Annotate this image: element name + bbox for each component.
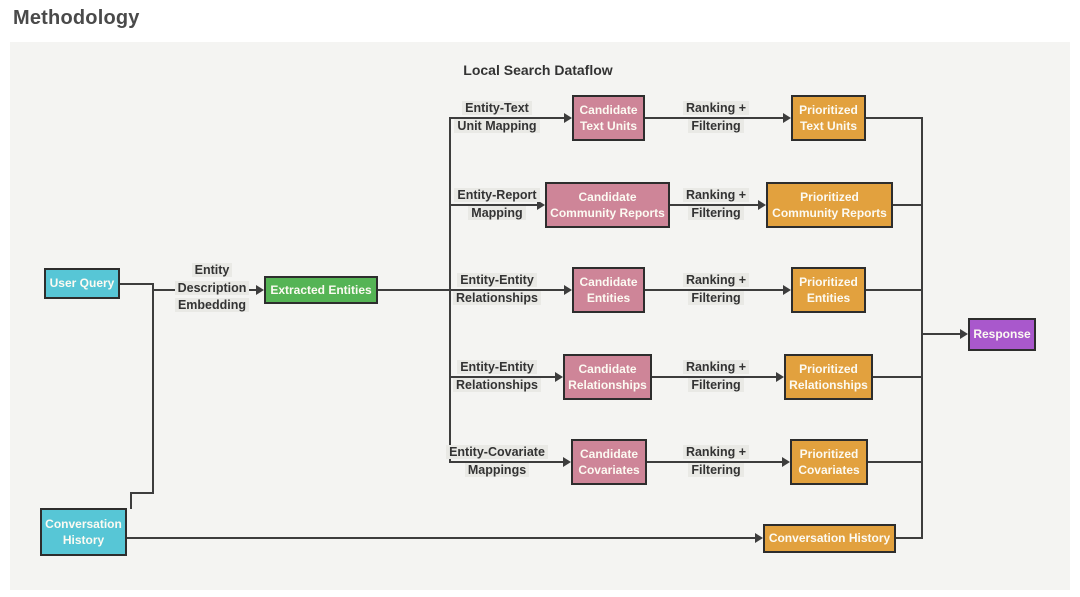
edge-line: [130, 492, 154, 494]
arrowhead: [960, 329, 968, 339]
node-user-query: User Query: [44, 268, 120, 299]
node-conversation-history-output: Conversation History: [763, 524, 896, 553]
edge-line: [896, 537, 923, 539]
edge-line: [647, 461, 782, 463]
edge-label-mapping-3: Entity-Entity Relationships: [442, 272, 552, 307]
edge-label-mapping-1: Entity-Text Unit Mapping: [442, 100, 552, 135]
node-candidate-community-reports: Candidate Community Reports: [545, 182, 670, 228]
edge-label-ranking-1: Ranking + Filtering: [666, 100, 766, 135]
diagram-title: Local Search Dataflow: [463, 62, 613, 78]
node-response: Response: [968, 318, 1036, 351]
edge-label-embedding: Entity Description Embedding: [157, 262, 267, 315]
edge-line: [645, 289, 783, 291]
edge-line: [922, 333, 960, 335]
arrowhead: [555, 372, 563, 382]
node-prioritized-relationships: Prioritized Relationships: [784, 354, 873, 400]
edge-line: [866, 117, 923, 119]
arrowhead: [755, 533, 763, 543]
edge-line: [450, 289, 564, 291]
arrowhead: [564, 285, 572, 295]
edge-line: [119, 283, 154, 285]
arrowhead: [564, 113, 572, 123]
edge-label-ranking-5: Ranking + Filtering: [666, 444, 766, 479]
arrowhead: [563, 457, 571, 467]
edge-line: [450, 204, 537, 206]
edge-line: [866, 289, 923, 291]
edge-line: [893, 204, 923, 206]
edge-line: [130, 492, 132, 509]
node-candidate-entities: Candidate Entities: [572, 267, 645, 313]
edge-line: [652, 376, 776, 378]
edge-label-ranking-3: Ranking + Filtering: [666, 272, 766, 307]
node-conversation-history-input: Conversation History: [40, 508, 127, 556]
node-prioritized-covariates: Prioritized Covariates: [790, 439, 868, 485]
edge-line: [152, 283, 154, 494]
page-title: Methodology: [13, 7, 140, 29]
edge-label-mapping-5: Entity-Covariate Mappings: [442, 444, 552, 479]
node-extracted-entities: Extracted Entities: [264, 276, 378, 304]
arrowhead: [783, 113, 791, 123]
diagram-panel: [10, 42, 1070, 590]
edge-line: [670, 204, 758, 206]
node-prioritized-text-units: Prioritized Text Units: [791, 95, 866, 141]
node-candidate-relationships: Candidate Relationships: [563, 354, 652, 400]
arrowhead: [783, 285, 791, 295]
arrowhead: [537, 200, 545, 210]
edge-line: [450, 461, 563, 463]
edge-line: [645, 117, 783, 119]
node-candidate-covariates: Candidate Covariates: [571, 439, 647, 485]
arrowhead: [782, 457, 790, 467]
edge-label-mapping-4: Entity-Entity Relationships: [442, 359, 552, 394]
node-prioritized-community-reports: Prioritized Community Reports: [766, 182, 893, 228]
arrowhead: [776, 372, 784, 382]
edge-label-mapping-2: Entity-Report Mapping: [442, 187, 552, 222]
node-candidate-text-units: Candidate Text Units: [572, 95, 645, 141]
edge-line: [873, 376, 923, 378]
edge-line: [450, 376, 555, 378]
edge-line: [868, 461, 923, 463]
edge-label-ranking-4: Ranking + Filtering: [666, 359, 766, 394]
arrowhead: [758, 200, 766, 210]
arrowhead: [256, 285, 264, 295]
node-prioritized-entities: Prioritized Entities: [791, 267, 866, 313]
edge-line: [378, 289, 451, 291]
edge-line: [450, 117, 564, 119]
collector-line: [921, 117, 923, 539]
edge-line: [127, 537, 755, 539]
edge-label-ranking-2: Ranking + Filtering: [666, 187, 766, 222]
